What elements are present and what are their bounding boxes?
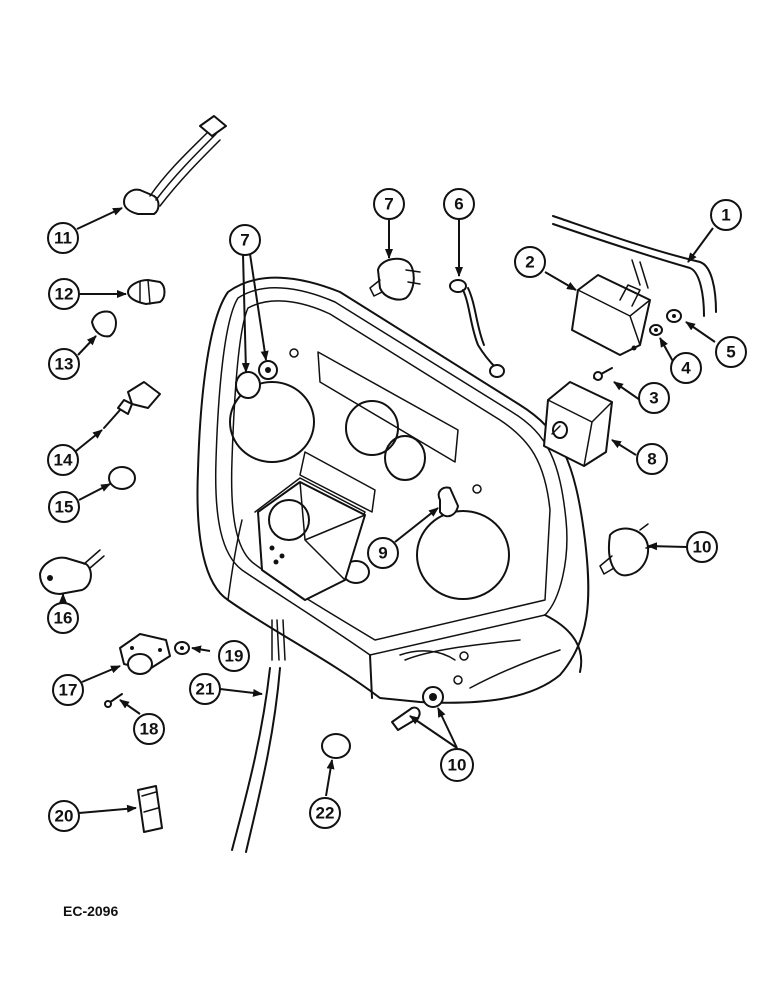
callout-11: 11 xyxy=(47,222,79,254)
dash-panel-housing xyxy=(196,276,590,704)
part-5-nut xyxy=(666,309,682,323)
callout-2: 2 xyxy=(514,246,546,278)
svg-text:1: 1 xyxy=(721,206,730,225)
svg-text:17: 17 xyxy=(59,681,78,700)
part-15-cap xyxy=(108,466,136,490)
callout-16: 16 xyxy=(47,602,79,634)
callout-7-top: 7 xyxy=(373,188,405,220)
part-19-nut xyxy=(174,641,190,655)
svg-text:4: 4 xyxy=(681,359,691,378)
callout-6: 6 xyxy=(443,188,475,220)
callout-10-bottom: 10 xyxy=(440,748,474,782)
svg-text:16: 16 xyxy=(54,609,73,628)
callout-21: 21 xyxy=(189,673,221,705)
callout-3: 3 xyxy=(638,382,670,414)
svg-text:2: 2 xyxy=(525,253,534,272)
callout-15: 15 xyxy=(48,491,80,523)
callout-12: 12 xyxy=(48,278,80,310)
svg-text:22: 22 xyxy=(316,804,335,823)
part-20-insert xyxy=(137,785,163,833)
callout-20: 20 xyxy=(48,800,80,832)
svg-text:14: 14 xyxy=(54,451,73,470)
part-1-cable xyxy=(552,215,717,317)
part-14-toggle-switch xyxy=(103,381,161,429)
svg-text:10: 10 xyxy=(448,756,467,775)
part-4-washer xyxy=(649,324,663,336)
part-11-lamp-socket xyxy=(123,115,227,215)
svg-text:20: 20 xyxy=(55,807,74,826)
part-10-key-switch xyxy=(391,686,444,731)
callout-5: 5 xyxy=(715,336,747,368)
callout-7-left: 7 xyxy=(229,224,261,256)
figure-code: EC-2096 xyxy=(63,903,118,919)
part-16-switch-assembly xyxy=(39,549,105,595)
svg-text:6: 6 xyxy=(454,195,463,214)
svg-text:7: 7 xyxy=(384,195,393,214)
part-12-bulb xyxy=(127,279,166,305)
svg-text:19: 19 xyxy=(225,647,244,666)
callout-9: 9 xyxy=(367,537,399,569)
callout-19: 19 xyxy=(218,640,250,672)
svg-text:21: 21 xyxy=(196,680,215,699)
callout-1: 1 xyxy=(710,199,742,231)
callout-8: 8 xyxy=(636,443,668,475)
part-3-screw xyxy=(593,367,613,381)
callout-22: 22 xyxy=(309,797,341,829)
svg-text:10: 10 xyxy=(693,538,712,557)
part-6-ground-strap xyxy=(449,279,505,378)
part-13-bulb-small xyxy=(91,310,117,338)
svg-text:9: 9 xyxy=(378,544,387,563)
callout-13: 13 xyxy=(48,348,80,380)
part-17-lamp-holder xyxy=(119,633,171,675)
callout-17: 17 xyxy=(52,674,84,706)
callout-14: 14 xyxy=(47,444,79,476)
callout-10-right: 10 xyxy=(686,531,718,563)
part-18-screw xyxy=(104,693,123,708)
wiring-harness xyxy=(231,619,286,853)
svg-text:11: 11 xyxy=(54,229,72,248)
svg-text:5: 5 xyxy=(726,343,735,362)
part-10-rotary-switch xyxy=(599,523,657,577)
svg-text:3: 3 xyxy=(649,389,658,408)
svg-text:13: 13 xyxy=(55,355,74,374)
part-7-switch-top xyxy=(369,257,421,301)
svg-text:15: 15 xyxy=(55,498,74,517)
callout-18: 18 xyxy=(133,713,165,745)
svg-text:8: 8 xyxy=(647,450,656,469)
part-2-regulator xyxy=(571,274,651,356)
callout-4: 4 xyxy=(670,352,702,384)
svg-text:12: 12 xyxy=(55,285,74,304)
svg-text:18: 18 xyxy=(140,720,159,739)
part-8-switch-block xyxy=(543,381,613,467)
leader-lines xyxy=(59,207,716,814)
svg-text:7: 7 xyxy=(240,231,249,250)
part-22-plug xyxy=(321,733,351,759)
